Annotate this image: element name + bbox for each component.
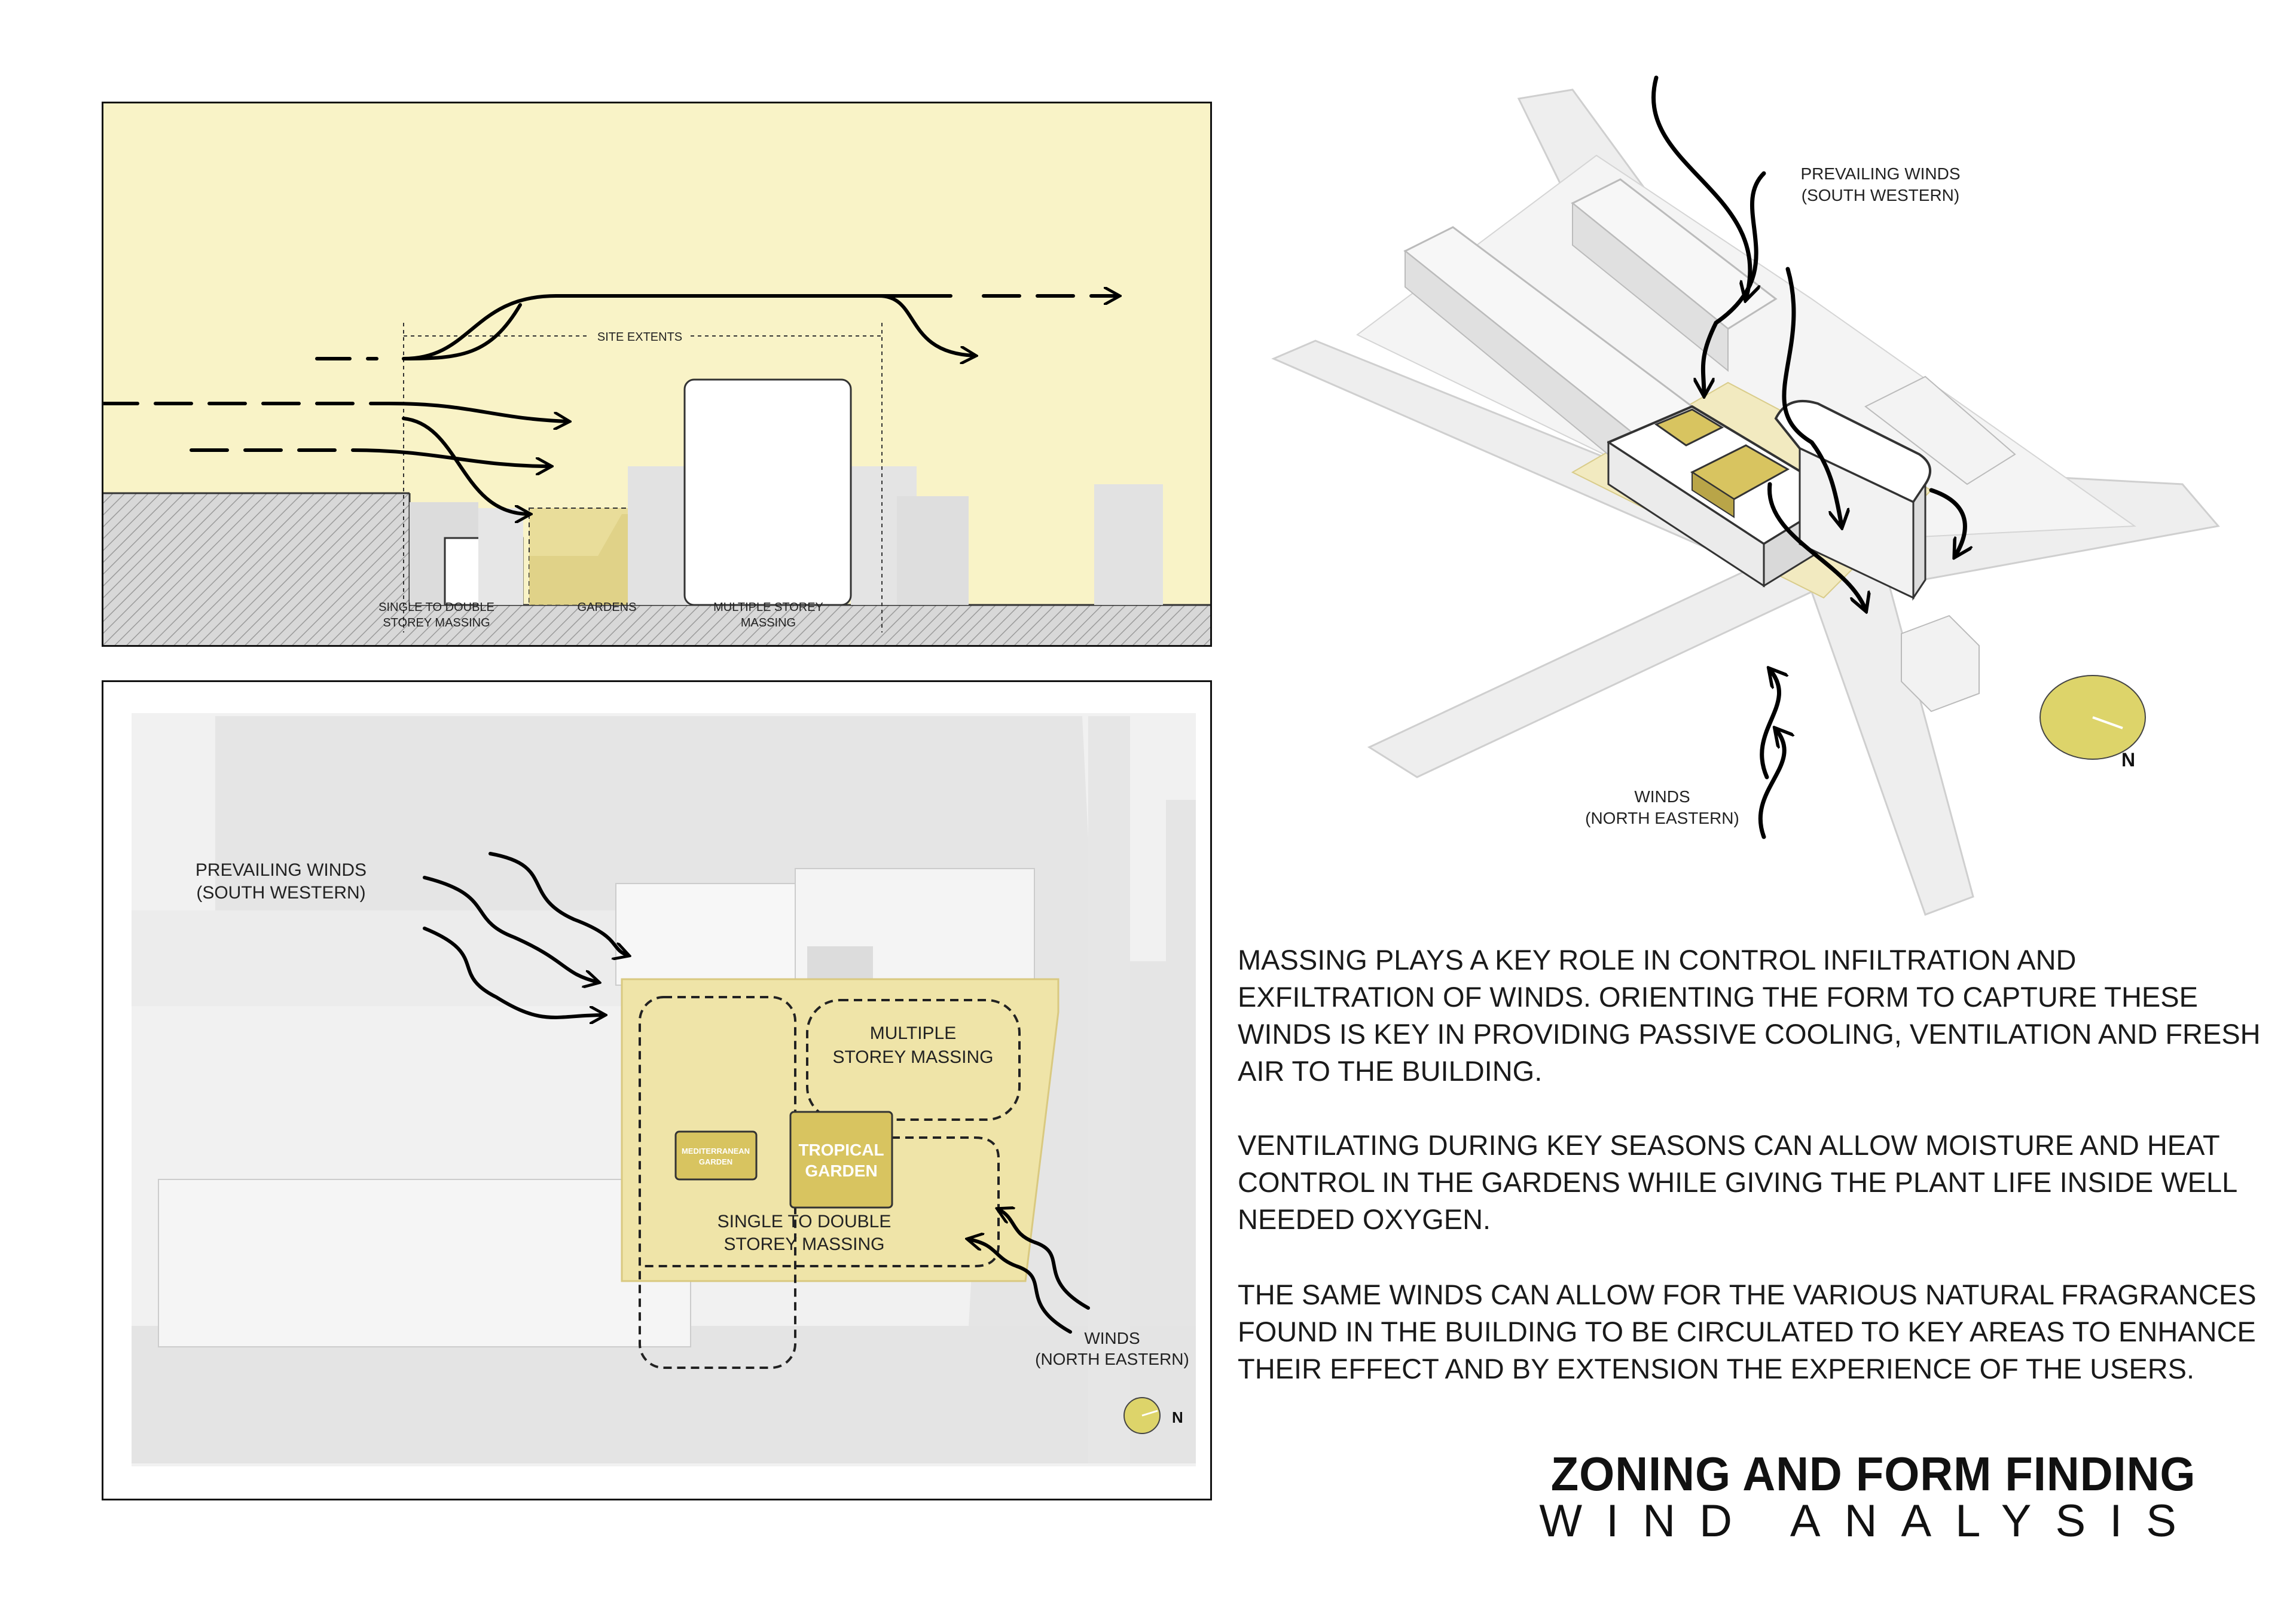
low-massing-label-1: SINGLE TO DOUBLE xyxy=(378,601,494,614)
mediterranean-label-2: GARDEN xyxy=(699,1157,732,1166)
single-label-2: STOREY MASSING xyxy=(724,1234,885,1254)
page-subtitle: WIND ANALYSIS xyxy=(1539,1496,2200,1546)
plan-prevailing-label-2: (SOUTH WESTERN) xyxy=(196,883,365,903)
axo-prevailing-label-1: PREVAILING WINDS xyxy=(1800,164,1960,183)
low-massing-label-2: STOREY MASSING xyxy=(383,616,490,629)
description-paragraph-1: MASSING PLAYS A KEY ROLE IN CONTROL INFI… xyxy=(1238,944,2261,1087)
section-wind-arrows xyxy=(100,296,1118,514)
axo-north-label: N xyxy=(2121,749,2135,771)
plan-long-building xyxy=(158,1179,691,1347)
axo-drawing: PREVAILING WINDS (SOUTH WESTERN) WINDS (… xyxy=(1271,75,2220,916)
description-paragraph-3: THE SAME WINDS CAN ALLOW FOR THE VARIOUS… xyxy=(1238,1279,2257,1384)
neighbour-block xyxy=(1094,484,1163,605)
plan-diagram: MULTIPLE STOREY MASSING MEDITERRANEAN GA… xyxy=(102,680,1212,1500)
axo-prevailing-label-2: (SOUTH WESTERN) xyxy=(1802,186,1959,204)
multi-storey-block xyxy=(683,378,852,606)
site-extents-label: SITE EXTENTS xyxy=(597,331,682,344)
plan-north-indicator: N xyxy=(1123,1397,1183,1434)
plan-winds-label-1: WINDS xyxy=(1084,1329,1140,1347)
plan-wind-arrows xyxy=(423,852,1090,1334)
page-title: ZONING AND FORM FINDING xyxy=(1550,1447,2196,1500)
multi-massing-label-2: MASSING xyxy=(741,616,796,629)
plan-frame xyxy=(102,680,1212,1500)
description-paragraph-2: VENTILATING DURING KEY SEASONS CAN ALLOW… xyxy=(1238,1129,2237,1235)
axo-garden-1 xyxy=(1654,408,1724,447)
gardens-label: GARDENS xyxy=(578,601,637,614)
axo-winds-label-2: (NORTH EASTERN) xyxy=(1585,809,1739,827)
section-frame xyxy=(102,102,1212,647)
plan-drawing: MULTIPLE STOREY MASSING MEDITERRANEAN GA… xyxy=(102,680,1212,1500)
mediterranean-garden xyxy=(674,1130,758,1181)
multiple-label-2: STOREY MASSING xyxy=(833,1047,994,1067)
axo-north-indicator: N xyxy=(2039,675,2146,771)
multi-massing-label-1: MULTIPLE STOREY xyxy=(713,601,823,614)
plan-winds-label-2: (NORTH EASTERN) xyxy=(1035,1350,1189,1368)
tropical-label-2: GARDEN xyxy=(805,1162,877,1180)
section-drawing: SITE EXTENTS SINGLE TO DOUBLE STOREY MAS… xyxy=(100,102,1212,647)
axo-wind-arrows xyxy=(1651,75,1965,839)
section-diagram: SITE EXTENTS SINGLE TO DOUBLE STOREY MAS… xyxy=(100,102,1212,647)
plan-prevailing-label-1: PREVAILING WINDS xyxy=(196,860,367,880)
plan-north-label: N xyxy=(1172,1408,1183,1426)
tropical-garden xyxy=(789,1111,893,1209)
single-label-1: SINGLE TO DOUBLE xyxy=(718,1212,891,1231)
tropical-label-1: TROPICAL xyxy=(798,1141,884,1159)
axonometric-diagram: PREVAILING WINDS (SOUTH WESTERN) WINDS (… xyxy=(1238,72,2266,921)
axo-winds-label-1: WINDS xyxy=(1634,787,1690,806)
section-ground xyxy=(102,493,1212,647)
multi-storey-zone xyxy=(806,999,1021,1121)
multiple-label-1: MULTIPLE xyxy=(870,1023,956,1043)
mediterranean-label-1: MEDITERRANEAN xyxy=(682,1147,750,1156)
